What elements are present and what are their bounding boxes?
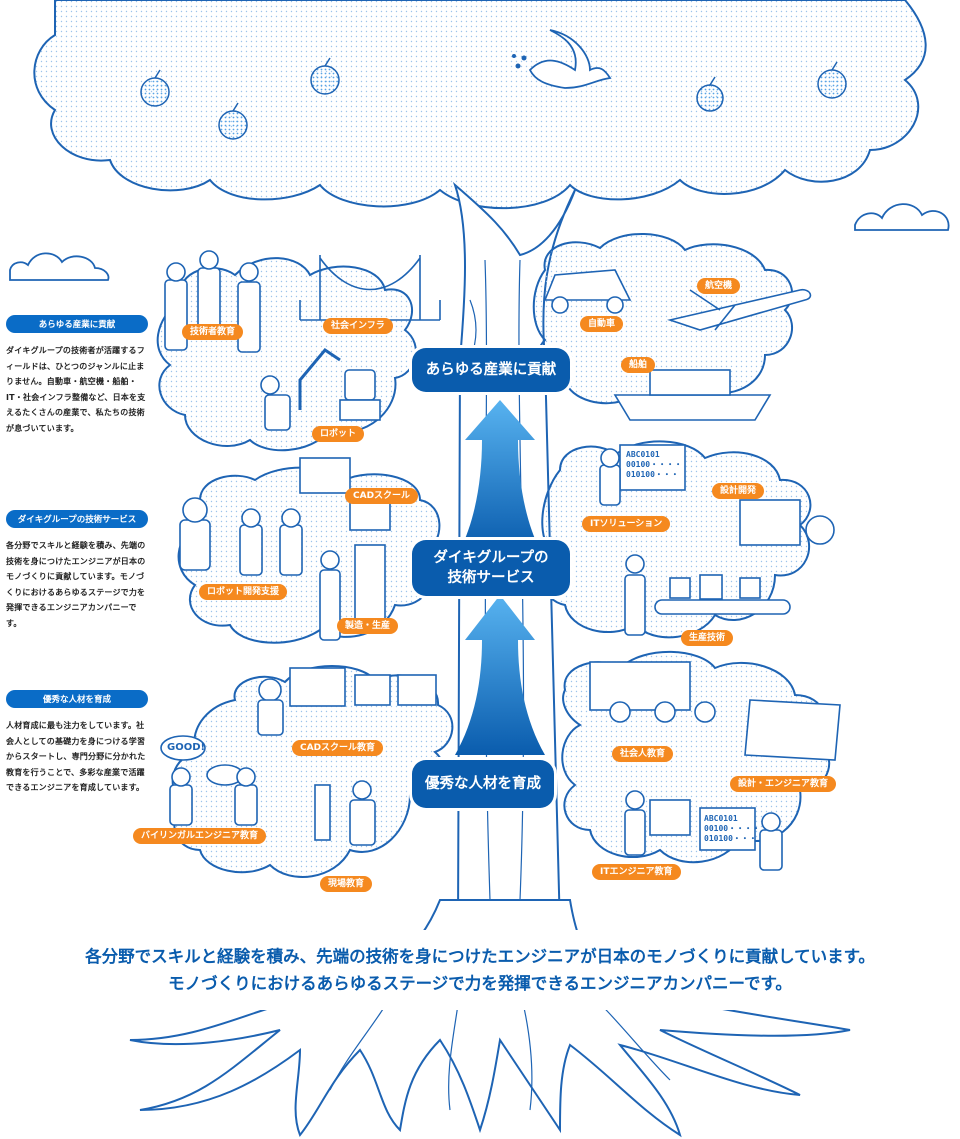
caption-line-2: モノづくりにおけるあらゆるステージで力を発揮できるエンジニアカンパニーです。 (168, 974, 792, 993)
label-adult-edu: 社会人教育 (612, 746, 674, 762)
sky-cloud-left (9, 252, 110, 281)
label-robot: ロボット (312, 426, 365, 442)
label-cad-school-edu: CADスクール教育 (292, 740, 384, 756)
fruits (140, 57, 847, 140)
it-engineer-edu-screen: ABC0101 00100・・・・ 010100・・・ (704, 814, 761, 843)
label-production-tech: 生産技術 (681, 630, 734, 646)
center-box-service: ダイキグループの 技術サービス (412, 540, 570, 596)
center-box-talent: 優秀な人材を育成 (412, 760, 554, 808)
arrow-upper (460, 400, 540, 550)
caption-line-1: 各分野でスキルと経験を積み、先端の技術を身につけたエンジニアが日本のモノづくりに… (85, 947, 875, 966)
canopy-top (33, 0, 927, 210)
label-social-infra: 社会インフラ (323, 318, 393, 334)
label-bilingual: バイリンガルエンジニア教育 (133, 828, 267, 844)
roots (129, 899, 851, 1138)
label-it-solution: ITソリューション (582, 516, 671, 532)
label-robot-dev: ロボット開発支援 (199, 584, 288, 600)
section-tag: 優秀な人材を育成 (6, 690, 148, 708)
center-box-industry: あらゆる産業に貢献 (412, 348, 570, 392)
side-section-talent: 優秀な人材を育成 人材育成に最も注力をしています。社会人としての基礎力を身につけ… (6, 690, 148, 796)
speech-bubble-text: GOOD! (167, 742, 206, 753)
side-section-industry: あらゆる産業に貢献 ダイキグループの技術者が活躍するフィールドは、ひとつのジャン… (6, 315, 148, 436)
label-ship: 船舶 (621, 357, 656, 373)
label-field-edu: 現場教育 (320, 876, 373, 892)
section-tag: ダイキグループの技術サービス (6, 510, 148, 528)
label-manufacturing: 製造・生産 (337, 618, 399, 634)
bird (528, 29, 612, 89)
sky-cloud-right (854, 203, 950, 231)
section-tag: あらゆる産業に貢献 (6, 315, 148, 333)
label-design-engineer-edu: 設計・エンジニア教育 (730, 776, 837, 792)
section-body: 人材育成に最も注力をしています。社会人としての基礎力を身につける学習からスタート… (6, 721, 146, 792)
arrow-lower (455, 595, 545, 755)
section-body: 各分野でスキルと経験を積み、先端の技術を身につけたエンジニアが日本のモノづくりに… (6, 541, 146, 628)
label-cad-school: CADスクール (345, 488, 419, 504)
label-aircraft: 航空機 (697, 278, 741, 294)
label-engineer-education: 技術者教育 (182, 324, 244, 340)
it-solution-screen: ABC0101 00100・・・・ 010100・・・ (626, 450, 683, 479)
label-it-engineer-edu: ITエンジニア教育 (592, 864, 681, 880)
section-body: ダイキグループの技術者が活躍するフィールドは、ひとつのジャンルに止まりません。自… (6, 346, 146, 433)
label-car: 自動車 (580, 316, 624, 332)
label-design-dev: 設計開発 (712, 483, 765, 499)
side-section-service: ダイキグループの技術サービス 各分野でスキルと経験を積み、先端の技術を身につけた… (6, 510, 148, 631)
